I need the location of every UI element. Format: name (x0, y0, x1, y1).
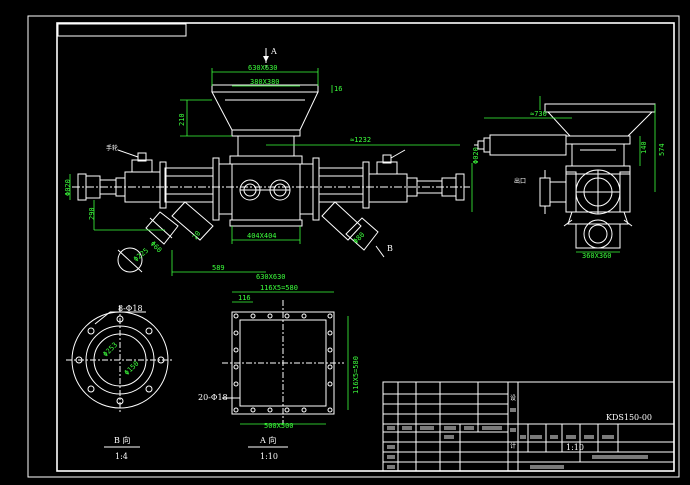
dim-630-top: 630X630 (248, 64, 278, 72)
left-diagonal-outlet (145, 211, 179, 245)
arrow-b-label: B (387, 244, 393, 253)
title-label-b: 计 (510, 442, 516, 450)
dim-1232: ≈1232 (350, 136, 371, 144)
dim-589: 589 (212, 264, 225, 272)
hopper-body (211, 91, 319, 131)
dim-16: 16 (334, 85, 342, 93)
right-diagonal-outlet (345, 217, 379, 251)
drawing-border (56, 22, 675, 472)
b-view-flange: 8-Φ18 Φ253 Φ150 B 向 1:4 (66, 304, 174, 461)
dim-500: 500X500 (264, 422, 294, 430)
a-view-label: A 向 (259, 435, 276, 445)
dim-210: 210 (178, 113, 186, 126)
dim-116: 116 (238, 294, 251, 302)
dim-404: 404X404 (247, 232, 277, 240)
dim-574: 574 (658, 143, 666, 156)
dim-116x5: 116X5=580 (260, 284, 298, 292)
side-hopper-top (544, 103, 656, 113)
title-block: KDS150-00 1:10 设 计 (382, 381, 675, 472)
arrow-a-marker: A (263, 47, 277, 62)
side-dimensions: ≈730 140 574 360X360 (484, 96, 666, 260)
corner-code-box (57, 23, 187, 37)
b-view-label: B 向 (114, 435, 130, 445)
title-scale: 1:10 (566, 443, 584, 452)
dim-116x5-vertical: 116X5=580 (352, 356, 360, 394)
arrow-b-marker: B (375, 244, 393, 258)
a-view-scale: 1:10 (260, 452, 278, 461)
dim-290: 290 (88, 207, 96, 220)
dim-20-d18: 20-Φ18 (198, 393, 228, 402)
dim-360: 360X360 (582, 252, 612, 260)
a-flange-bolt-holes (233, 313, 333, 413)
note-outlet: 出口 (514, 177, 526, 185)
a-view-flange: 116X5=580 116 116X5=580 500X500 20-Φ18 A… (198, 284, 360, 461)
title-label-a: 设 (510, 394, 516, 402)
front-view (72, 55, 470, 251)
actuator-cylinder (489, 134, 567, 156)
dim-20: 20 (191, 230, 202, 242)
dim-630-b: 630X630 (256, 273, 286, 281)
arrow-a-label: A (270, 47, 277, 56)
dim-730: ≈730 (530, 110, 547, 118)
dim-d20-right: Φ020 (472, 147, 480, 164)
dim-d20-left: Φ020 (64, 179, 72, 196)
detail-d225: Φ225 (117, 247, 150, 273)
hopper-bottom-flange (231, 129, 301, 137)
dim-d253: Φ253 (102, 341, 120, 359)
drawing-code: KDS150-00 (606, 413, 652, 422)
outer-frame (27, 15, 680, 478)
side-view: 出口 (474, 103, 656, 249)
note-handwheel: 手轮 (106, 144, 118, 152)
right-valve-body (368, 173, 408, 203)
dim-8-d18: 8-Φ18 (118, 304, 143, 313)
dim-140: 140 (640, 141, 648, 154)
dim-380-top: 380X380 (250, 78, 280, 86)
dim-d150: Φ150 (123, 359, 141, 377)
b-view-scale: 1:4 (115, 452, 128, 461)
